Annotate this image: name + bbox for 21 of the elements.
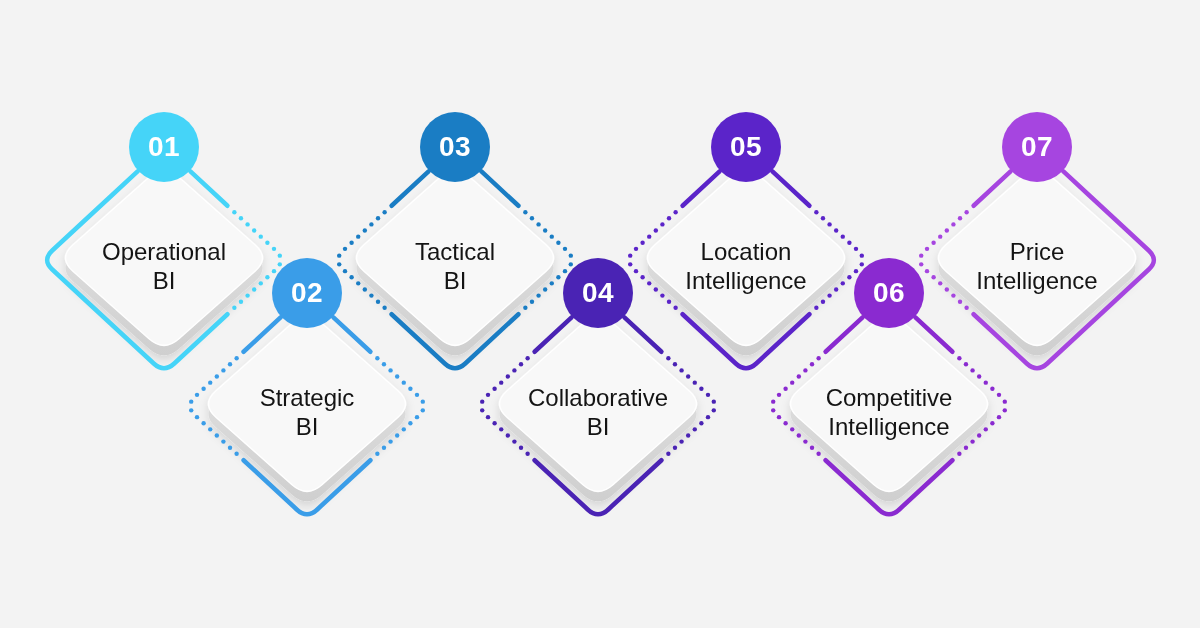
step-number: 07 [1020, 133, 1054, 161]
step-title: Strategic BI [259, 383, 355, 441]
step-circle [420, 112, 490, 182]
step-number: 04 [581, 279, 615, 307]
step-title: Collaborative BI [527, 383, 669, 441]
step-title: Location Intelligence [685, 237, 807, 295]
step-circle [711, 112, 781, 182]
step-number: 05 [729, 133, 763, 161]
step-circle [272, 258, 342, 328]
step-number: 01 [147, 133, 181, 161]
step-number: 03 [438, 133, 472, 161]
step-circle [129, 112, 199, 182]
step-title: Operational BI [101, 237, 227, 295]
step-circle [854, 258, 924, 328]
step-title: Tactical BI [415, 237, 495, 295]
step-title: Competitive Intelligence [825, 383, 953, 441]
step-circle [563, 258, 633, 328]
step-number: 06 [872, 279, 906, 307]
step-title: Price Intelligence [976, 237, 1098, 295]
step-number: 02 [290, 279, 324, 307]
step-circle [1002, 112, 1072, 182]
